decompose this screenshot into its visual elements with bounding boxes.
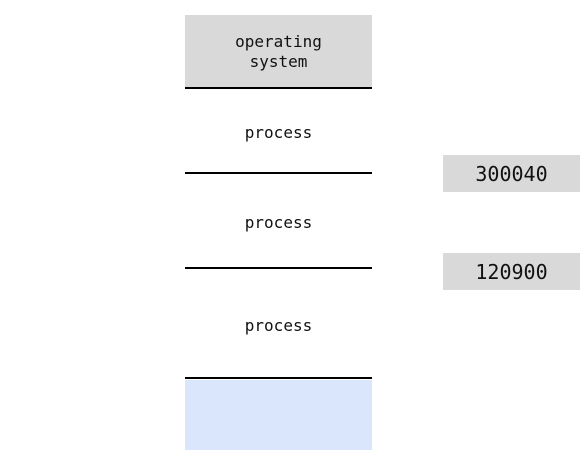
address-tag-1: 300040 xyxy=(443,155,580,192)
divider-process-1-bottom xyxy=(185,172,372,174)
os-label-line2: system xyxy=(249,51,308,71)
address-tag-2-value: 120900 xyxy=(475,259,548,284)
operating-system-block: operating system xyxy=(185,15,372,88)
process-region-3-label: process xyxy=(244,316,313,335)
address-tag-1-value: 300040 xyxy=(475,161,548,186)
process-region-1-label: process xyxy=(244,123,313,142)
os-label-line1: operating xyxy=(235,31,322,51)
divider-process-2-bottom xyxy=(185,267,372,269)
free-memory-block xyxy=(185,380,372,450)
divider-os-bottom xyxy=(185,87,372,89)
process-region-2-label: process xyxy=(244,213,313,232)
address-tag-2: 120900 xyxy=(443,253,580,290)
divider-process-3-bottom xyxy=(185,377,372,379)
